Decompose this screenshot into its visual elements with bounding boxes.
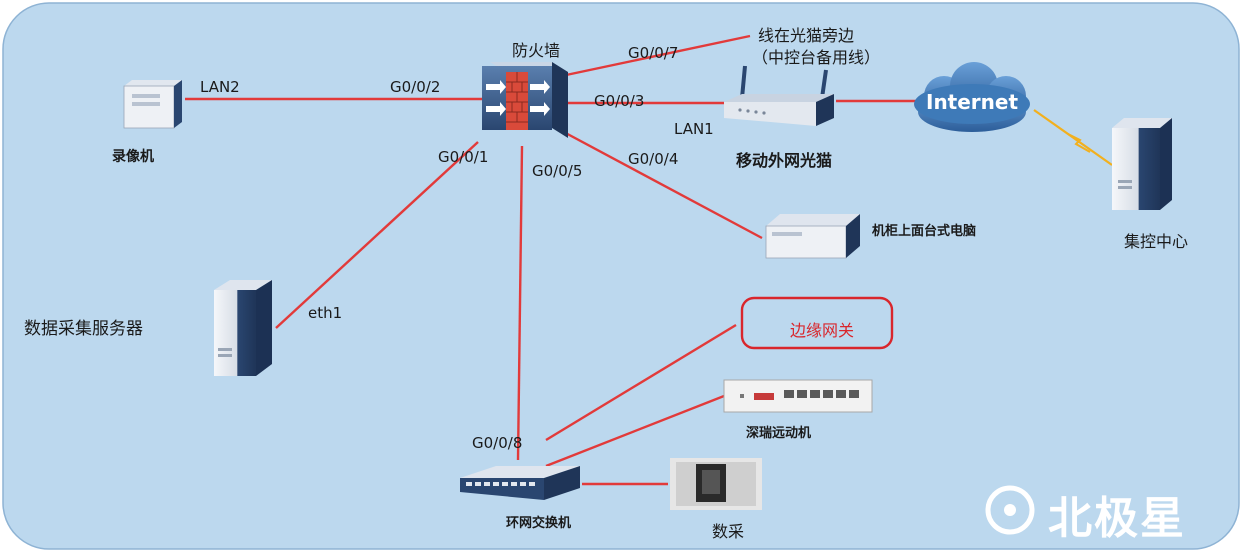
wireless-bolt [1067, 133, 1091, 153]
port-label-g005: G0/0/5 [532, 162, 583, 180]
internet-cloud-icon [914, 62, 1030, 132]
link-firewall-pc [559, 128, 763, 240]
firewall-icon [482, 62, 568, 138]
port-label-g008: G0/0/8 [472, 434, 523, 452]
link-firewall-note [551, 34, 751, 80]
cabinet-pc-icon [765, 214, 860, 259]
note-line-2: （中控台备用线） [752, 48, 881, 67]
edge-gateway-highlight [740, 296, 894, 350]
link-switch-edge [545, 323, 737, 442]
data-server-label: 数据采集服务器 [24, 319, 143, 339]
data-server-icon [214, 280, 272, 376]
recorder-icon [123, 80, 182, 129]
control-center-label: 集控中心 [1124, 232, 1189, 251]
port-label-g003: G0/0/3 [594, 92, 645, 110]
remote-unit-device-icon [723, 379, 873, 413]
recorder-label: 录像机 [112, 149, 154, 165]
links [185, 34, 916, 486]
control-center-server-icon [1112, 118, 1172, 210]
port-label-g007: G0/0/7 [628, 44, 679, 62]
remote-unit-label: 深瑞远动机 [746, 426, 812, 441]
firewall-label: 防火墙 [512, 41, 561, 60]
watermark-logo-icon [985, 485, 1035, 535]
ring-switch-icon [460, 466, 580, 500]
data-acquisition-device-icon [670, 458, 762, 510]
link-firewall-server [275, 141, 479, 329]
port-label-lan2: LAN2 [200, 78, 240, 96]
data-acquisition-label: 数采 [712, 522, 745, 541]
internet-label: Internet [926, 90, 1019, 114]
port-label-g002: G0/0/2 [390, 78, 441, 96]
port-label-lan1: LAN1 [674, 120, 714, 138]
note-line-1: 线在光猫旁边 [758, 26, 855, 45]
watermark-text: 北极星 [1048, 493, 1186, 544]
port-label-eth1: eth1 [308, 304, 343, 322]
cabinet-pc-label: 机柜上面台式电脑 [872, 224, 977, 239]
edge-gateway-label: 边缘网关 [790, 321, 855, 340]
modem-label: 移动外网光猫 [736, 151, 833, 170]
link-firewall-switch [516, 145, 524, 461]
link-switch-remote [545, 394, 725, 468]
port-label-g001: G0/0/1 [438, 148, 489, 166]
modem-icon [724, 65, 834, 126]
ring-switch-label: 环网交换机 [506, 516, 572, 531]
port-label-g004: G0/0/4 [628, 150, 679, 168]
